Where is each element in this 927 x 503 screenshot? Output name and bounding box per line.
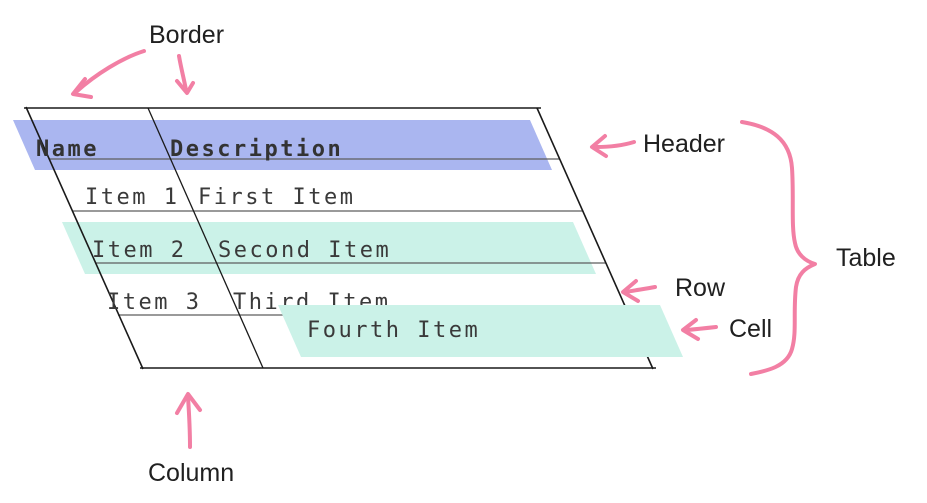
header-cell-description: Description bbox=[170, 137, 344, 162]
cell-item2: Item 2 bbox=[92, 238, 187, 263]
cell-second-item: Second Item bbox=[218, 238, 392, 263]
row-label: Row bbox=[675, 274, 726, 302]
cell-item3: Item 3 bbox=[107, 290, 202, 315]
cell-fourth-item: Fourth Item bbox=[307, 318, 481, 343]
cell-third-item: Third Item bbox=[233, 290, 391, 315]
cell-item1: Item 1 bbox=[85, 185, 180, 210]
border-label: Border bbox=[149, 21, 225, 49]
cell-first-item: First Item bbox=[198, 185, 356, 210]
header-label: Header bbox=[643, 130, 725, 158]
header-cell-name: Name bbox=[36, 137, 99, 162]
cell-label: Cell bbox=[729, 315, 773, 343]
column-label: Column bbox=[148, 459, 235, 487]
table-label: Table bbox=[836, 244, 896, 272]
